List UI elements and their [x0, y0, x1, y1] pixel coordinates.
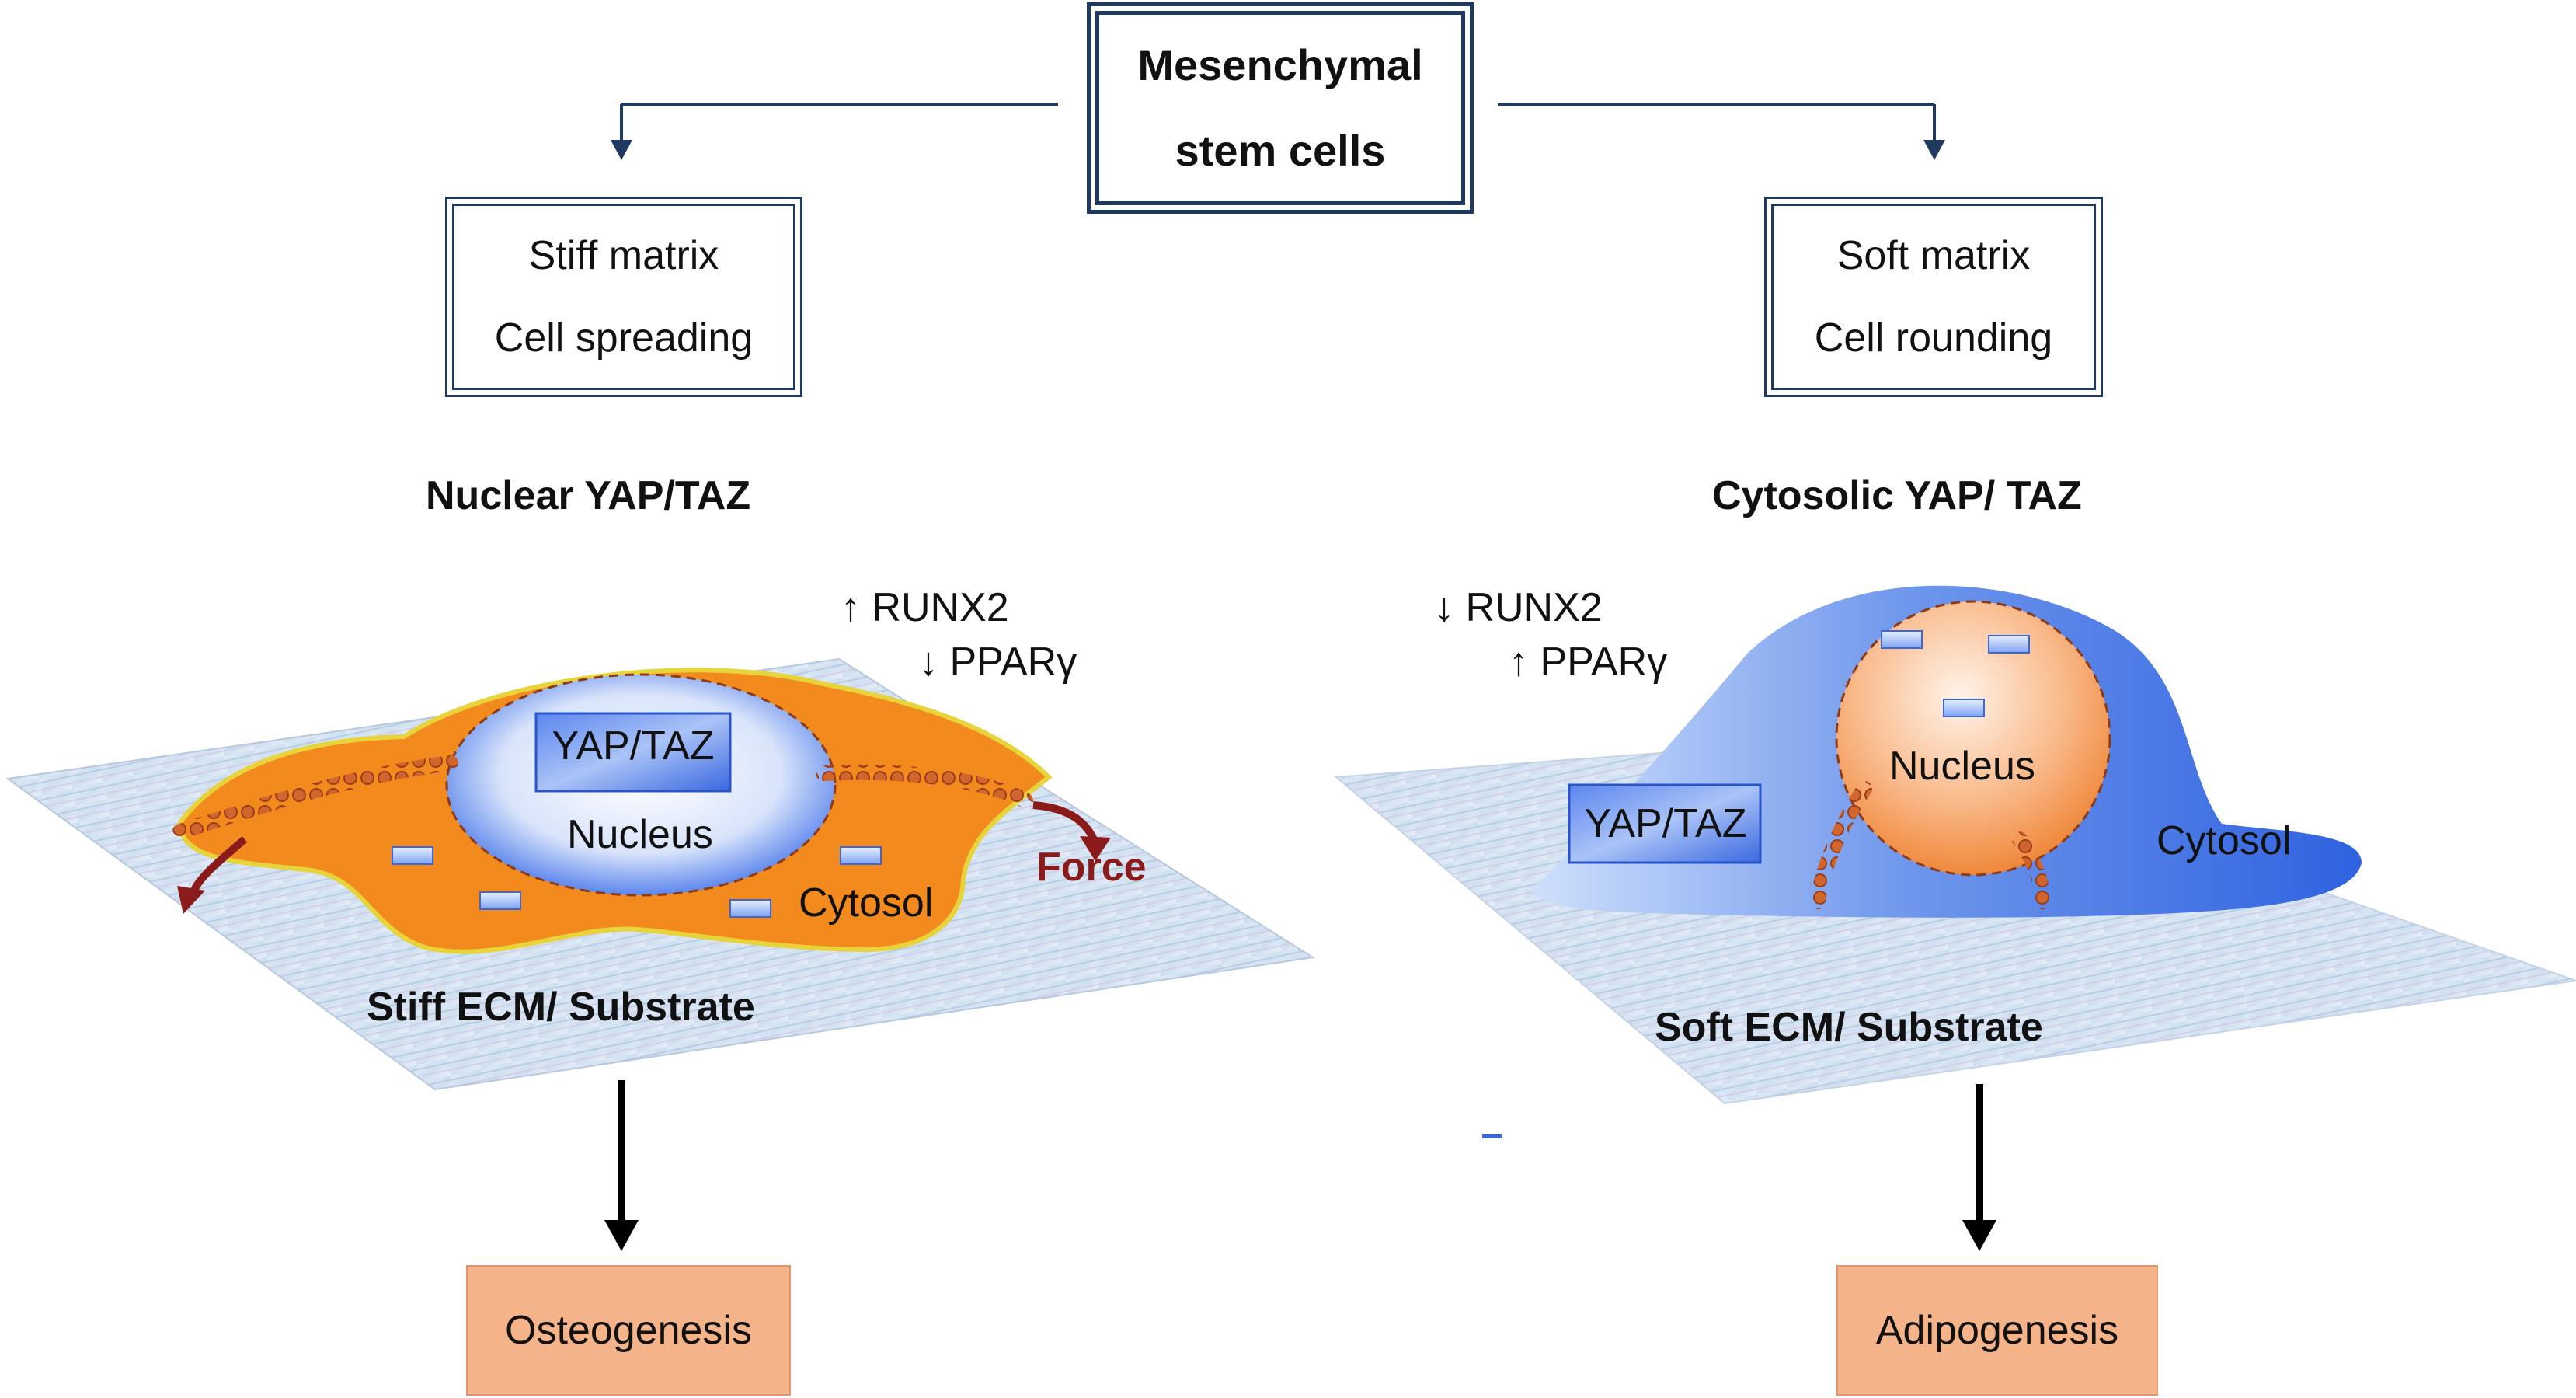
- stiff-matrix-box: Stiff matrix Cell spreading: [445, 197, 802, 397]
- soft-matrix-box: Soft matrix Cell rounding: [1764, 197, 2103, 397]
- nuclear-chip: [1943, 699, 1985, 717]
- arrow-to-osteogenesis: [604, 1080, 639, 1251]
- force-arrow-right: [1032, 801, 1111, 861]
- top-box-line2: stem cells: [1175, 126, 1386, 175]
- adipogenesis-label: Adipogenesis: [1875, 1308, 2119, 1353]
- nuclear-yap-taz-text: YAP/TAZ: [552, 723, 715, 769]
- spread-cell: [172, 668, 1053, 954]
- actin-fiber-right: [816, 764, 1033, 808]
- nucleus-round: [1835, 600, 2111, 877]
- arrow-to-adipogenesis: [1962, 1084, 1996, 1251]
- cytosolic-chip: [840, 846, 882, 865]
- force-label: Force: [1036, 845, 1147, 890]
- soft-substrate-label: Soft ECM/ Substrate: [1655, 1005, 2043, 1050]
- right-pparg-label: ↑ PPARγ: [1509, 640, 1668, 685]
- cytosolic-chip: [392, 846, 433, 865]
- cytosol-label-right: Cytosol: [2157, 818, 2292, 863]
- nuclear-yap-taz-block: [534, 712, 732, 793]
- actin-fiber-left: [1810, 781, 1872, 909]
- cell-rounding-label: Cell rounding: [1814, 316, 2053, 361]
- cytosolic-yap-taz-text: YAP/TAZ: [1584, 801, 1747, 846]
- cytosolic-yap-taz-heading: Cytosolic YAP/ TAZ: [1712, 473, 2082, 518]
- nuclear-yap-taz-heading: Nuclear YAP/TAZ: [426, 473, 751, 518]
- cytosolic-chip: [479, 891, 521, 910]
- cytosolic-yap-taz-block: [1568, 783, 1762, 864]
- top-box-line1: Mesenchymal: [1137, 40, 1423, 89]
- branch-connector-left: [611, 103, 1058, 160]
- stray-mark: [1482, 1134, 1502, 1138]
- cytosol-label-left: Cytosol: [799, 880, 934, 926]
- cell-spreading-label: Cell spreading: [494, 316, 754, 361]
- nuclear-chip: [1881, 630, 1923, 649]
- adipogenesis-box: Adipogenesis: [1836, 1265, 2158, 1396]
- nucleus-label-left: Nucleus: [567, 812, 713, 857]
- actin-fiber-right: [2012, 831, 2051, 909]
- left-runx2-label: ↑ RUNX2: [841, 585, 1009, 630]
- actin-fiber-left: [172, 755, 458, 839]
- osteogenesis-box: Osteogenesis: [466, 1265, 791, 1396]
- osteogenesis-label: Osteogenesis: [505, 1308, 752, 1353]
- stiff-substrate-label: Stiff ECM/ Substrate: [367, 985, 755, 1030]
- soft-matrix-label: Soft matrix: [1836, 233, 2031, 278]
- left-pparg-label: ↓ PPARγ: [918, 640, 1077, 685]
- rounded-cell: [1530, 585, 2362, 918]
- cytosolic-chip: [729, 899, 771, 918]
- right-runx2-label: ↓ RUNX2: [1434, 585, 1603, 630]
- mesenchymal-stem-cells-box: Mesenchymal stem cells: [1087, 2, 1474, 214]
- nuclear-chip: [1988, 635, 2030, 654]
- stiff-matrix-label: Stiff matrix: [528, 233, 719, 278]
- branch-connector-right: [1498, 103, 1945, 160]
- nucleus-label-right: Nucleus: [1889, 744, 2035, 789]
- force-arrow-left: [177, 836, 248, 914]
